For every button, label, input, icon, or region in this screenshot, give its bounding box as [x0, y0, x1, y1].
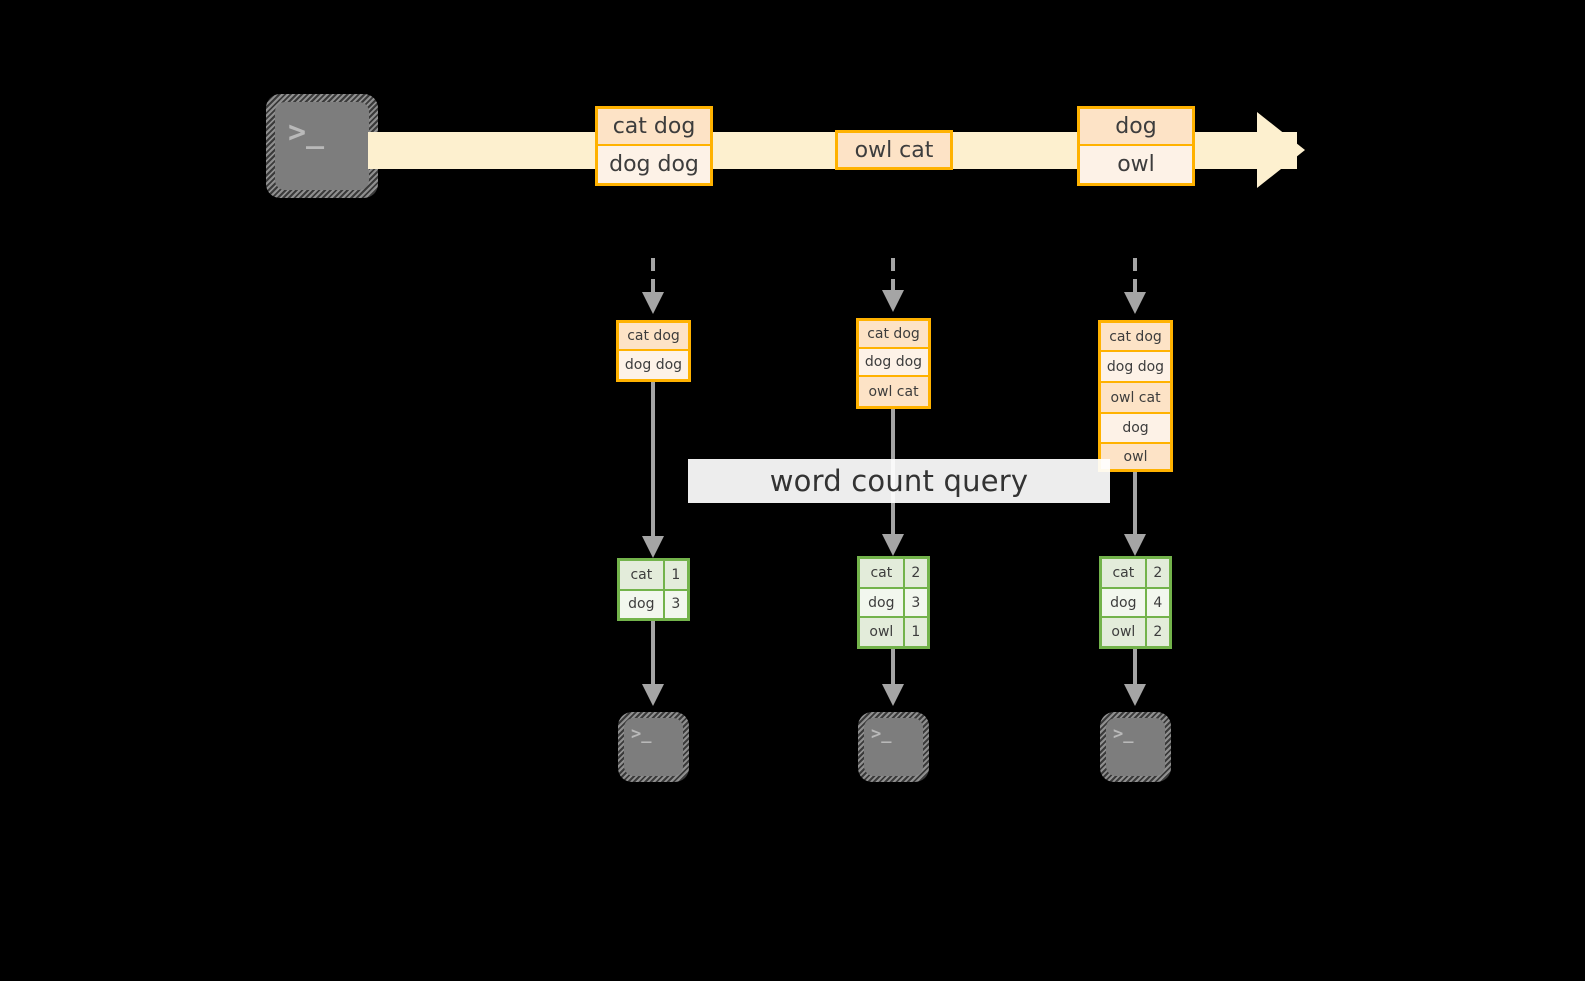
result-word: cat	[860, 559, 905, 587]
result-count: 2	[1146, 559, 1169, 587]
stream-record: owl cat	[838, 133, 950, 167]
stream-record-group-2: owl cat	[835, 130, 953, 170]
snapshot-1-input-table: cat dog dog dog	[616, 320, 691, 382]
snapshot-3-input-table: cat dog dog dog owl cat dog owl	[1098, 320, 1173, 472]
result-word: dog	[1102, 588, 1147, 617]
sink-terminal-body	[864, 718, 923, 776]
result-count: 1	[664, 561, 687, 589]
snapshot-2-output-arrowhead	[882, 684, 904, 706]
result-count: 1	[904, 618, 927, 647]
source-terminal-body	[275, 102, 369, 190]
source-terminal-icon: >_	[266, 94, 378, 198]
snapshot-input-row: owl	[1101, 444, 1170, 469]
snapshot-input-row: dog dog	[859, 349, 928, 377]
result-word: dog	[620, 590, 665, 618]
result-count: 3	[904, 588, 927, 617]
query-label: word count query	[688, 459, 1110, 503]
snapshot-3-query-line	[1133, 472, 1137, 538]
result-row: dog 3	[860, 588, 927, 619]
snapshot-3-sink-terminal-icon: >_	[1100, 712, 1171, 782]
snapshot-2-result-table: cat 2 dog 3 owl 1	[857, 556, 930, 649]
snapshot-1-trigger-arrowhead	[642, 292, 664, 314]
snapshot-3-result-table: cat 2 dog 4 owl 2	[1099, 556, 1172, 649]
result-row: owl 1	[860, 618, 927, 647]
stream-record-group-3: dog owl	[1077, 106, 1195, 186]
result-row: cat 1	[620, 561, 687, 591]
result-word: owl	[860, 618, 905, 647]
result-word: cat	[620, 561, 665, 589]
snapshot-2-output-line	[891, 649, 895, 687]
snapshot-1-trigger-line	[651, 258, 655, 292]
result-count: 2	[1146, 618, 1169, 647]
stream-record-group-1: cat dog dog dog	[595, 106, 713, 186]
snapshot-3-trigger-arrowhead	[1124, 292, 1146, 314]
snapshot-2-trigger-arrowhead	[882, 290, 904, 312]
sink-terminal-prompt-glyph: >_	[871, 724, 892, 744]
result-row: cat 2	[1102, 559, 1169, 589]
snapshot-input-row: owl cat	[859, 377, 928, 406]
stream-record: dog	[1080, 109, 1192, 146]
result-row: dog 4	[1102, 588, 1169, 619]
snapshot-3-query-arrowhead	[1124, 534, 1146, 556]
sink-terminal-prompt-glyph: >_	[631, 724, 652, 744]
result-count: 4	[1146, 588, 1169, 617]
snapshot-2-query-arrowhead	[882, 534, 904, 556]
source-terminal-prompt-glyph: >_	[288, 115, 325, 150]
snapshot-2-input-table: cat dog dog dog owl cat	[856, 318, 931, 409]
snapshot-1-result-table: cat 1 dog 3	[617, 558, 690, 621]
stream-record: cat dog	[598, 109, 710, 146]
snapshot-3-trigger-line	[1133, 258, 1137, 292]
sink-terminal-body	[1106, 718, 1165, 776]
snapshot-2-sink-terminal-icon: >_	[858, 712, 929, 782]
result-word: cat	[1102, 559, 1147, 587]
result-word: dog	[860, 588, 905, 617]
result-row: dog 3	[620, 590, 687, 618]
snapshot-2-trigger-line	[891, 258, 895, 292]
snapshot-1-output-arrowhead	[642, 684, 664, 706]
result-word: owl	[1102, 618, 1147, 647]
snapshot-input-row: owl cat	[1101, 383, 1170, 414]
snapshot-input-row: dog dog	[619, 351, 688, 379]
result-row: owl 2	[1102, 618, 1169, 647]
result-row: cat 2	[860, 559, 927, 589]
event-stream-arrowhead	[1257, 112, 1305, 188]
snapshot-1-sink-terminal-icon: >_	[618, 712, 689, 782]
snapshot-3-output-line	[1133, 649, 1137, 687]
snapshot-input-row: dog	[1101, 414, 1170, 444]
snapshot-input-row: cat dog	[619, 323, 688, 351]
sink-terminal-prompt-glyph: >_	[1113, 724, 1134, 744]
sink-terminal-body	[624, 718, 683, 776]
stream-record: dog dog	[598, 146, 710, 183]
snapshot-input-row: cat dog	[1101, 323, 1170, 352]
snapshot-input-row: dog dog	[1101, 352, 1170, 383]
snapshot-1-query-line	[651, 382, 655, 540]
snapshot-1-output-line	[651, 621, 655, 687]
stream-record: owl	[1080, 146, 1192, 183]
snapshot-3-output-arrowhead	[1124, 684, 1146, 706]
snapshot-1-query-arrowhead	[642, 536, 664, 558]
snapshot-input-row: cat dog	[859, 321, 928, 349]
result-count: 3	[664, 590, 687, 618]
result-count: 2	[904, 559, 927, 587]
